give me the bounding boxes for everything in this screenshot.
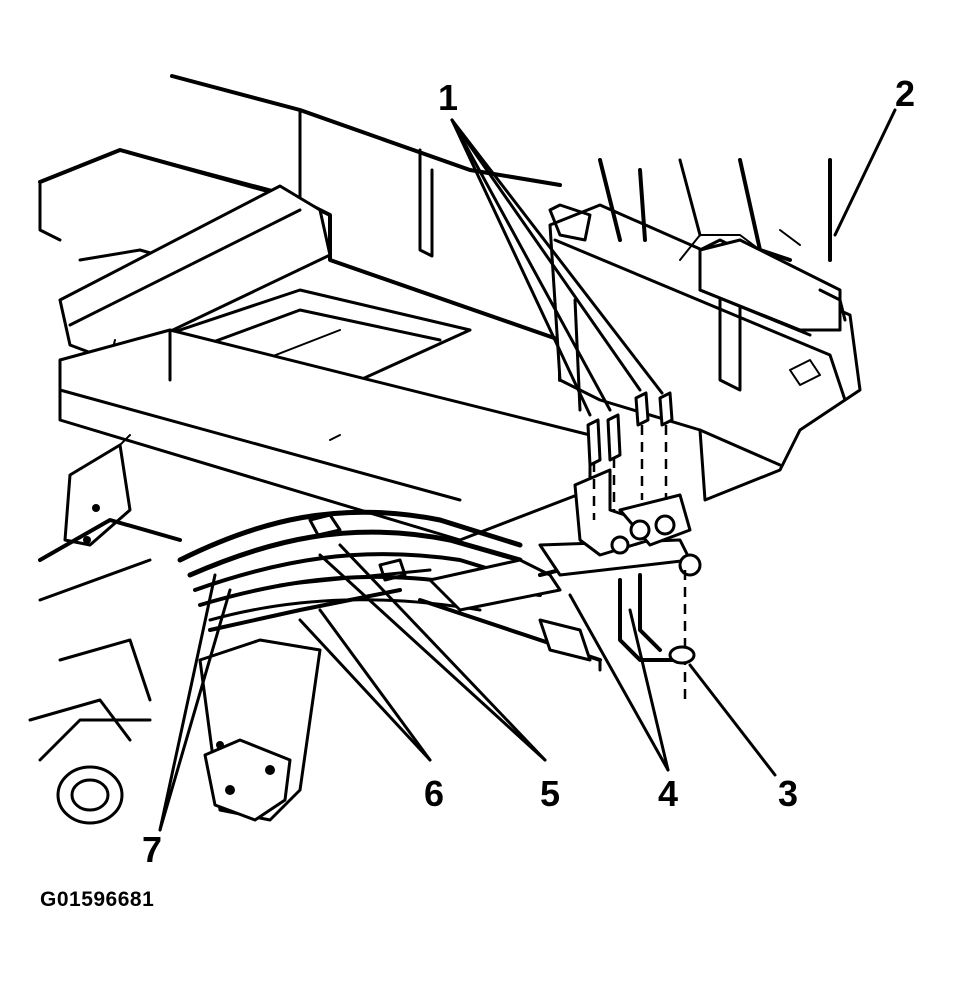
callout-4: 4 [658,773,679,814]
callout-2: 2 [895,73,916,114]
callout-3: 3 [778,773,799,814]
callout-5: 5 [540,773,561,814]
callout-6: 6 [424,773,445,814]
left-suspension [28,434,322,825]
vehicle-frame [38,74,862,542]
callout-1: 1 [438,77,459,118]
figure-id: G01596681 [40,888,155,911]
leader-lines [158,108,897,832]
junction-block [573,391,696,700]
callout-7: 7 [142,829,163,870]
